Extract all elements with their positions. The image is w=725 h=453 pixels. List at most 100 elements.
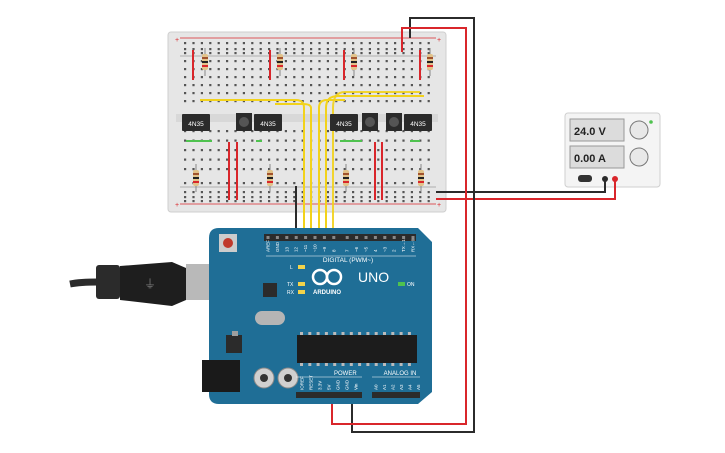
- hole: [368, 182, 371, 185]
- hole: [394, 84, 397, 87]
- digital-pin-socket[interactable]: [392, 236, 396, 239]
- power-pin-label: 5V: [327, 384, 332, 390]
- voltage-knob[interactable]: [629, 120, 649, 140]
- hole: [259, 48, 262, 51]
- hole: [226, 48, 229, 51]
- digital-pin-socket[interactable]: [313, 236, 317, 239]
- resistor-band: [343, 173, 349, 175]
- hole: [259, 130, 262, 133]
- hole: [301, 196, 304, 199]
- optocoupler-u2[interactable]: 4N35: [254, 114, 282, 131]
- power-supply[interactable]: 24.0 V 0.00 A: [564, 112, 661, 188]
- hole: [293, 200, 296, 203]
- digital-pin-socket[interactable]: [364, 236, 368, 239]
- analog-pin-label: A0: [374, 384, 379, 390]
- power-switch[interactable]: [578, 175, 592, 182]
- digital-pin-socket[interactable]: [355, 236, 359, 239]
- wire-pin13: [200, 99, 305, 238]
- hole: [184, 100, 187, 103]
- hole: [184, 182, 187, 185]
- hole: [394, 182, 397, 185]
- wire-pin12: [275, 103, 312, 238]
- hole: [427, 200, 430, 203]
- hole: [200, 182, 203, 185]
- hole: [410, 48, 413, 51]
- hole: [402, 196, 405, 199]
- resistor-band: [193, 181, 199, 183]
- optocoupler-u1[interactable]: 4N35: [182, 114, 210, 131]
- hole: [276, 48, 279, 51]
- center-channel: [176, 114, 438, 122]
- hole: [226, 200, 229, 203]
- digital-pin-socket[interactable]: [332, 236, 336, 239]
- hole: [268, 158, 271, 161]
- digital-pin-socket[interactable]: [266, 236, 270, 239]
- hole: [200, 68, 203, 71]
- pushbutton-3[interactable]: [386, 113, 402, 131]
- hole: [394, 130, 397, 133]
- digital-pin-socket[interactable]: [304, 236, 308, 239]
- hole: [209, 149, 212, 152]
- hole: [184, 168, 187, 171]
- hole: [242, 68, 245, 71]
- hole: [200, 52, 203, 55]
- hole: [352, 92, 355, 95]
- hole: [402, 52, 405, 55]
- red-jumpers: [192, 50, 421, 200]
- hole: [284, 196, 287, 199]
- hole: [394, 158, 397, 161]
- hole: [259, 60, 262, 63]
- hole: [360, 60, 363, 63]
- usb-cable: ⏚: [69, 262, 216, 306]
- chip-pin: [383, 363, 386, 366]
- digital-pin-socket[interactable]: [402, 236, 406, 239]
- power-header: [296, 392, 362, 398]
- hole: [326, 84, 329, 87]
- digital-pin-socket[interactable]: [285, 236, 289, 239]
- hole: [301, 52, 304, 55]
- on-label: ON: [407, 282, 415, 288]
- digital-pin-socket[interactable]: [383, 236, 387, 239]
- optocoupler-u2-label: 4N35: [260, 121, 276, 128]
- hole: [226, 42, 229, 45]
- pushbutton-1[interactable]: [236, 113, 252, 131]
- resistor-band: [267, 177, 273, 179]
- optocoupler-u4[interactable]: 4N35: [404, 114, 432, 131]
- hole: [402, 68, 405, 71]
- current-knob[interactable]: [629, 147, 649, 167]
- hole: [377, 84, 380, 87]
- hole: [326, 158, 329, 161]
- hole: [226, 196, 229, 199]
- digital-pin-socket[interactable]: [294, 236, 298, 239]
- hole: [184, 196, 187, 199]
- digital-pin-socket[interactable]: [345, 236, 349, 239]
- digital-pin-socket[interactable]: [322, 236, 326, 239]
- digital-pin-socket[interactable]: [373, 236, 377, 239]
- hole: [394, 196, 397, 199]
- digital-pin-socket[interactable]: [275, 236, 279, 239]
- hole: [301, 60, 304, 63]
- hole: [419, 149, 422, 152]
- hole: [368, 130, 371, 133]
- optocoupler-u3[interactable]: 4N35: [330, 114, 358, 131]
- hole: [234, 68, 237, 71]
- hole: [217, 76, 220, 79]
- hole: [209, 48, 212, 51]
- hole: [234, 42, 237, 45]
- digital-pin-label: 13: [284, 246, 289, 252]
- chip-pin: [407, 363, 411, 366]
- hole: [276, 139, 279, 142]
- hole: [419, 100, 422, 103]
- digital-pin-socket[interactable]: [411, 236, 415, 239]
- hole: [251, 84, 254, 87]
- hole: [326, 52, 329, 55]
- hole: [419, 84, 422, 87]
- supply-positive-wire: [436, 179, 616, 200]
- hole: [427, 84, 430, 87]
- pushbutton-2[interactable]: [362, 113, 378, 131]
- hole: [234, 48, 237, 51]
- hole: [259, 68, 262, 71]
- chip-pin: [341, 363, 345, 366]
- hole: [352, 200, 355, 203]
